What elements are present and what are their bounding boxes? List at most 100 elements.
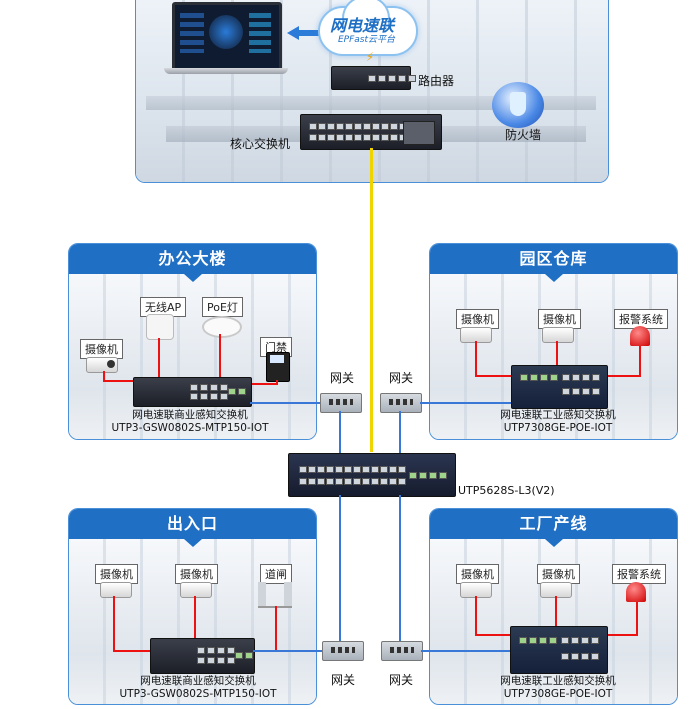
network-link <box>399 495 401 641</box>
factory-switch-caption: 网电速联工业感知交换机 UTP7308GE-POE-IOT <box>468 675 648 701</box>
camera-icon <box>180 582 212 598</box>
wireless-ap-icon <box>146 314 174 340</box>
gateway-top-right <box>380 393 422 413</box>
network-link <box>339 495 341 641</box>
factory-title: 工厂产线 <box>430 509 677 547</box>
access-control-screen <box>270 355 284 363</box>
factory-switch-device <box>510 626 608 674</box>
factory-switch-name: 网电速联工业感知交换机 <box>500 675 616 687</box>
alarm-light-icon <box>630 326 650 346</box>
router-device <box>331 66 416 90</box>
office-switch-name: 网电速联商业感知交换机 <box>132 409 248 421</box>
network-link <box>399 411 401 453</box>
wire <box>475 596 477 636</box>
desk-row <box>146 96 596 110</box>
factory-camera-2-label: 摄像机 <box>537 564 580 584</box>
wire <box>113 596 115 650</box>
office-switch-model: UTP3-GSW0802S-MTP150-IOT <box>111 422 269 434</box>
wire <box>113 650 150 652</box>
entrance-camera-1-label: 摄像机 <box>95 564 138 584</box>
office-switch-device <box>133 377 252 407</box>
entrance-switch-name: 网电速联商业感知交换机 <box>140 675 256 687</box>
core-switch-device <box>300 114 442 150</box>
router-label: 路由器 <box>418 74 455 88</box>
warehouse-switch-caption: 网电速联工业感知交换机 UTP7308GE-POE-IOT <box>468 409 648 435</box>
wire <box>103 380 133 382</box>
laptop-dashboard <box>172 2 282 72</box>
cloud-brand: 网电速联 <box>330 16 395 35</box>
gateway-bottom-left <box>322 641 364 661</box>
entrance-switch-device <box>150 638 255 674</box>
camera-lens <box>107 360 115 368</box>
core-switch-module <box>403 121 435 145</box>
wire <box>556 341 558 366</box>
gateway-top-right-label: 网关 <box>389 371 414 385</box>
entrance-switch-model: UTP3-GSW0802S-MTP150-IOT <box>119 688 277 700</box>
factory-camera-1-label: 摄像机 <box>456 564 499 584</box>
firewall-label: 防火墙 <box>505 128 542 142</box>
wire <box>194 596 196 638</box>
warehouse-title: 园区仓库 <box>430 244 677 282</box>
wire <box>475 634 512 636</box>
gateway-bottom-right <box>381 641 423 661</box>
wire <box>276 380 278 384</box>
gateway-top-left <box>320 393 362 413</box>
network-link <box>253 650 322 652</box>
alarm-light-icon <box>626 582 646 602</box>
wire <box>158 338 160 378</box>
arrow-left-icon <box>287 26 299 40</box>
wire <box>604 634 638 636</box>
wire <box>636 602 638 636</box>
office-wireless-ap-label: 无线AP <box>140 297 187 317</box>
warehouse-switch-name: 网电速联工业感知交换机 <box>500 409 616 421</box>
entrance-switch-caption: 网电速联商业感知交换机 UTP3-GSW0802S-MTP150-IOT <box>108 675 288 701</box>
wire <box>103 371 105 381</box>
center-switch-model: UTP5628S-L3(V2) <box>458 484 555 497</box>
network-link <box>250 402 320 404</box>
network-link <box>339 411 341 453</box>
wire <box>275 606 277 652</box>
cloud-icon-bump <box>342 0 390 28</box>
barrier-gate-icon <box>258 582 292 608</box>
gateway-bottom-right-label: 网关 <box>389 673 414 687</box>
gateway-bottom-left-label: 网关 <box>331 673 356 687</box>
office-camera-label: 摄像机 <box>80 339 123 359</box>
poe-light-icon <box>202 316 242 338</box>
wire <box>639 346 641 376</box>
lightning-icon: ⚡ <box>365 50 375 64</box>
arrow-shaft <box>298 30 320 36</box>
network-link <box>420 402 511 404</box>
wire <box>248 383 278 385</box>
office-title: 办公大楼 <box>69 244 316 282</box>
center-switch-device <box>288 453 456 497</box>
entrance-camera-2-label: 摄像机 <box>175 564 218 584</box>
wire <box>219 334 221 378</box>
wire <box>475 341 477 377</box>
gateway-top-left-label: 网关 <box>330 371 355 385</box>
dashboard-chart <box>249 13 271 53</box>
warehouse-camera-1-label: 摄像机 <box>456 309 499 329</box>
warehouse-switch-model: UTP7308GE-POE-IOT <box>503 422 613 434</box>
camera-icon <box>100 582 132 598</box>
dashboard-map <box>209 15 243 49</box>
warehouse-camera-2-label: 摄像机 <box>538 309 581 329</box>
factory-switch-model: UTP7308GE-POE-IOT <box>503 688 613 700</box>
warehouse-scene <box>430 274 677 439</box>
camera-icon <box>542 327 574 343</box>
wire <box>555 596 557 626</box>
fiber-link <box>370 148 373 452</box>
core-switch-label: 核心交换机 <box>230 137 291 151</box>
dashboard-chart <box>180 13 204 53</box>
laptop-base <box>164 68 288 74</box>
entrance-title: 出入口 <box>69 509 316 547</box>
network-link <box>421 650 510 652</box>
office-poe-light-label: PoE灯 <box>202 297 243 317</box>
entrance-barrier-label: 道闸 <box>260 564 292 584</box>
wire <box>604 375 641 377</box>
firewall-shield-icon <box>510 92 526 116</box>
warehouse-switch-device <box>511 365 608 409</box>
factory-alarm-label: 报警系统 <box>612 564 666 584</box>
office-switch-caption: 网电速联商业感知交换机 UTP3-GSW0802S-MTP150-IOT <box>100 409 280 435</box>
wire <box>475 375 513 377</box>
cloud-subtitle: EPFast云平台 <box>338 35 396 45</box>
